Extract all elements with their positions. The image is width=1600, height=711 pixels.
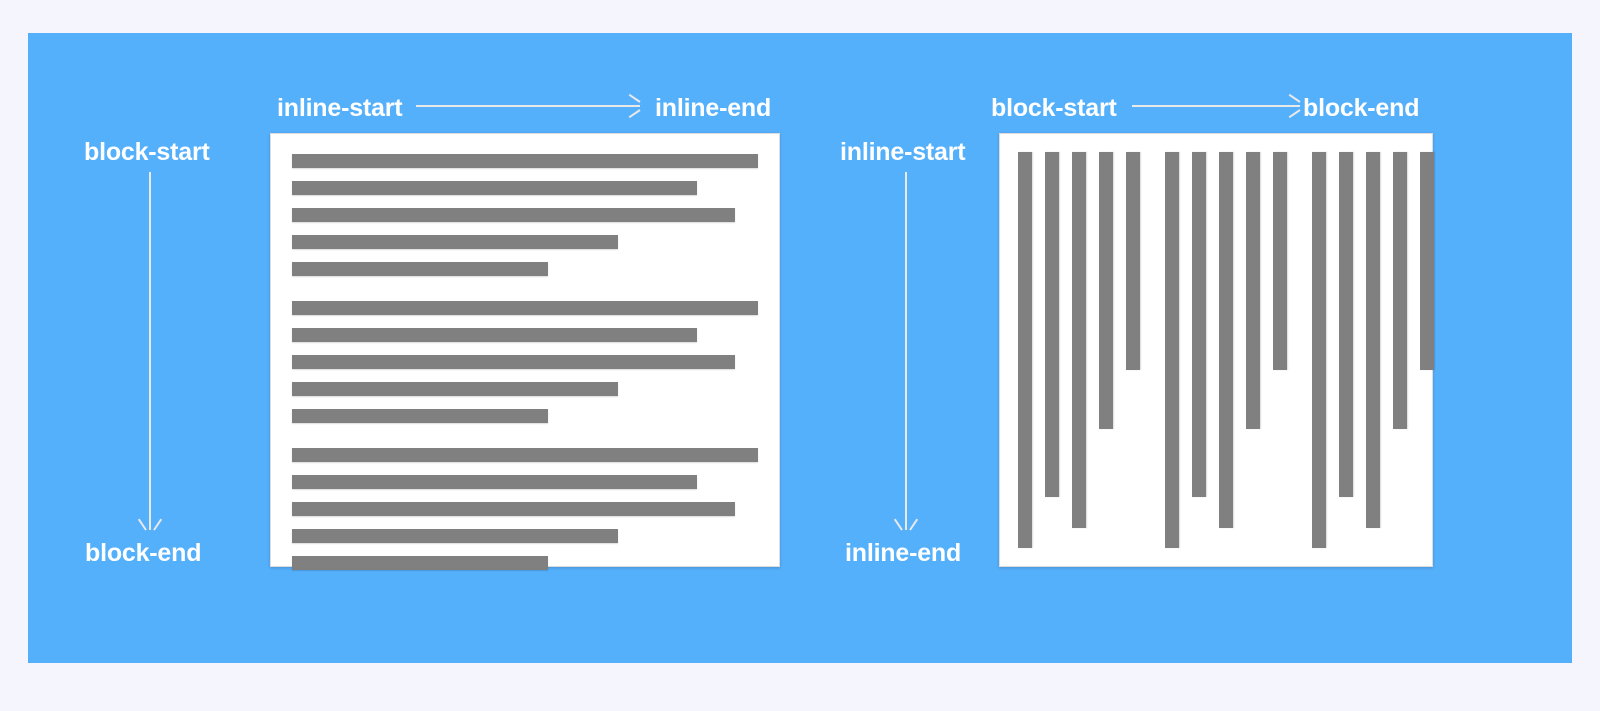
right-figure-inline-direction-arrow: [900, 172, 912, 530]
vertical-text-line: [1420, 152, 1434, 370]
arrow-head-icon: [900, 518, 912, 530]
horizontal-text-line: [292, 355, 735, 369]
left-figure-block-end-label: block-end: [85, 539, 202, 567]
arrow-head-icon: [1288, 100, 1300, 112]
horizontal-text-line: [292, 301, 758, 315]
vertical-text-line: [1018, 152, 1032, 548]
left-figure-block-direction-arrow: [144, 172, 156, 530]
right-figure-block-direction-arrow: [1132, 100, 1300, 112]
vertical-text-line: [1072, 152, 1086, 528]
vertical-text-line: [1126, 152, 1140, 370]
vertical-text-line: [1366, 152, 1380, 528]
left-figure-inline-start-label: inline-start: [277, 94, 403, 122]
vertical-text-line: [1246, 152, 1260, 429]
horizontal-text-line: [292, 235, 618, 249]
right-figure-inline-start-label: inline-start: [840, 138, 966, 166]
left-figure-text-lines: [292, 154, 758, 570]
right-figure-inline-end-label: inline-end: [845, 539, 962, 567]
vertical-text-line: [1393, 152, 1407, 429]
vertical-text-line: [1339, 152, 1353, 497]
horizontal-text-line: [292, 448, 758, 462]
right-figure-text-lines: [1018, 152, 1434, 548]
horizontal-text-line: [292, 154, 758, 168]
arrow-head-icon: [144, 518, 156, 530]
left-figure-content-box: [270, 133, 780, 570]
arrow-shaft: [1132, 105, 1300, 107]
vertical-text-line: [1045, 152, 1059, 497]
arrow-head-icon: [628, 100, 640, 112]
left-figure-inline-end-label: inline-end: [655, 94, 772, 122]
horizontal-text-line: [292, 475, 697, 489]
vertical-text-line: [1165, 152, 1179, 548]
right-figure-block-end-label: block-end: [1303, 94, 1420, 122]
left-figure-inline-direction-arrow: [416, 100, 640, 112]
horizontal-text-line: [292, 382, 618, 396]
right-figure-content-box: [999, 133, 1434, 567]
horizontal-text-line: [292, 328, 697, 342]
horizontal-text-line: [292, 502, 735, 516]
vertical-text-line: [1219, 152, 1233, 528]
arrow-shaft: [905, 172, 907, 530]
right-figure-block-start-label: block-start: [991, 94, 1117, 122]
horizontal-text-line: [292, 556, 548, 570]
horizontal-text-line: [292, 208, 735, 222]
horizontal-text-line: [292, 262, 548, 276]
left-figure-block-start-label: block-start: [84, 138, 210, 166]
vertical-text-line: [1099, 152, 1113, 429]
blue-background-panel: inline-start inline-end block-start bloc…: [28, 33, 1572, 663]
arrow-shaft: [416, 105, 640, 107]
vertical-text-line: [1192, 152, 1206, 497]
vertical-text-line: [1312, 152, 1326, 548]
horizontal-text-line: [292, 529, 618, 543]
vertical-text-line: [1273, 152, 1287, 370]
horizontal-text-line: [292, 409, 548, 423]
horizontal-text-line: [292, 181, 697, 195]
arrow-shaft: [149, 172, 151, 530]
